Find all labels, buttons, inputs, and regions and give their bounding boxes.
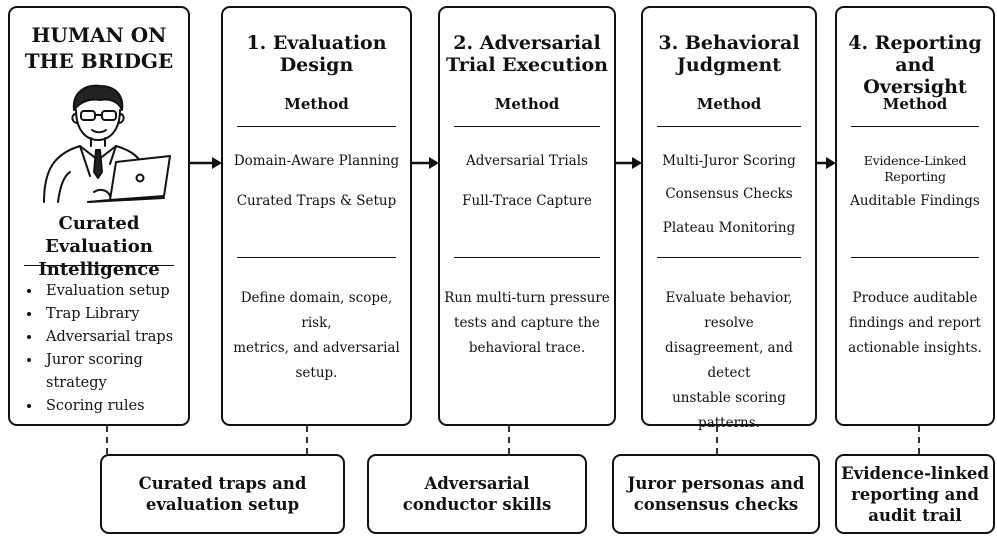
method-item: Full-Trace Capture xyxy=(462,193,592,209)
stage-1-evaluation-design: 1. Evaluation Design Method Domain-Aware… xyxy=(221,6,412,426)
stage-title: 3. Behavioral Judgment xyxy=(643,32,815,76)
subtitle-line2: Intelligence xyxy=(38,259,160,280)
desc-line: setup. xyxy=(295,365,338,381)
method-item: Adversarial Trials xyxy=(466,153,588,169)
bottom-box-line: Evidence-linked xyxy=(841,463,989,483)
bottom-box-line: reporting and xyxy=(851,484,979,504)
arrow-stage2-to-stage3 xyxy=(614,157,642,169)
method-item: Multi-Juror Scoring xyxy=(662,153,796,169)
method-label: Method xyxy=(882,95,948,113)
stage-4-reporting-and-oversight: 4. Reporting and Oversight Method Eviden… xyxy=(835,6,995,426)
bottom-box-evidence-linked-reporting: Evidence-linked reporting and audit trai… xyxy=(835,454,995,534)
stage-description: Run multi-turn pressure tests and captur… xyxy=(444,286,610,361)
arrow-stage1-to-stage2 xyxy=(410,157,439,169)
desc-line: unstable scoring patterns. xyxy=(672,390,786,431)
subtitle-line1: Curated Evaluation xyxy=(45,213,153,257)
bottom-box-line: evaluation setup xyxy=(145,495,300,514)
desc-line: actionable insights. xyxy=(848,340,982,356)
person-at-laptop-icon xyxy=(43,84,171,203)
human-title-line2: THE BRIDGE xyxy=(24,49,174,73)
method-divider xyxy=(454,126,600,127)
bullet-item: Adversarial traps xyxy=(42,326,188,349)
dashed-connector xyxy=(106,426,108,454)
bottom-box-line: Adversarial xyxy=(424,474,530,493)
method-item: Plateau Monitoring xyxy=(662,220,796,236)
human-panel-bullet-list: Evaluation setup Trap Library Adversaria… xyxy=(22,280,188,418)
stage-2-adversarial-trial-execution: 2. Adversarial Trial Execution Method Ad… xyxy=(438,6,616,426)
description-divider xyxy=(851,257,979,258)
method-label: Method xyxy=(284,95,349,113)
desc-line: disagreement, and detect xyxy=(665,340,793,381)
human-panel-divider xyxy=(24,265,174,266)
desc-line: findings and report xyxy=(849,315,981,331)
description-divider xyxy=(454,257,600,258)
desc-line: metrics, and adversarial xyxy=(233,340,400,356)
dashed-connector xyxy=(508,426,510,454)
human-title-line1: HUMAN ON xyxy=(31,23,167,47)
stage-title-line: Oversight xyxy=(863,76,967,98)
desc-line: Define domain, scope, risk, xyxy=(240,290,393,331)
desc-line: Produce auditable xyxy=(852,290,978,306)
method-item: Domain-Aware Planning xyxy=(233,153,400,169)
description-divider xyxy=(237,257,396,258)
stage-title-line: Judgment xyxy=(676,54,782,76)
method-divider xyxy=(657,126,801,127)
bottom-box-line: Curated traps and xyxy=(138,474,307,493)
stage-title-line: Trial Execution xyxy=(446,54,608,76)
stage-title: 1. Evaluation Design xyxy=(223,32,410,76)
method-item: Auditable Findings xyxy=(850,193,980,209)
bottom-box-curated-traps: Curated traps and evaluation setup xyxy=(100,454,345,534)
stage-3-behavioral-judgment: 3. Behavioral Judgment Method Multi-Juro… xyxy=(641,6,817,431)
stage-description: Produce auditable findings and report ac… xyxy=(839,286,991,361)
arrow-human-to-stage1 xyxy=(189,157,222,169)
stage-title-line: 4. Reporting and xyxy=(848,32,982,76)
bottom-box-line: consensus checks xyxy=(633,495,799,514)
bullet-item: Trap Library xyxy=(42,303,188,326)
dashed-connector xyxy=(716,426,718,454)
bullet-item: Scoring rules xyxy=(42,395,188,418)
method-item: Evidence-Linked Reporting xyxy=(863,153,967,184)
method-item: Curated Traps & Setup xyxy=(236,193,397,209)
bottom-box-juror-personas: Juror personas and consensus checks xyxy=(612,454,820,534)
method-item: Consensus Checks xyxy=(665,186,793,202)
arrow-stage3-to-stage4 xyxy=(815,157,836,169)
stage-title: 2. Adversarial Trial Execution xyxy=(440,32,614,76)
method-divider xyxy=(237,126,396,127)
human-panel-title: HUMAN ON THE BRIDGE xyxy=(10,22,188,74)
method-label: Method xyxy=(696,95,762,113)
desc-line: Evaluate behavior, resolve xyxy=(665,290,793,331)
stage-description: Define domain, scope, risk, metrics, and… xyxy=(227,286,406,386)
bullet-item: Evaluation setup xyxy=(42,280,188,303)
desc-line: tests and capture the xyxy=(454,315,600,331)
dashed-connector xyxy=(306,426,308,454)
method-divider xyxy=(851,126,979,127)
bottom-box-line: Juror personas and xyxy=(627,474,805,493)
human-panel-subtitle: Curated Evaluation Intelligence xyxy=(10,212,188,281)
bottom-box-conductor-skills: Adversarial conductor skills xyxy=(367,454,587,534)
method-label: Method xyxy=(494,95,560,113)
description-divider xyxy=(657,257,801,258)
stage-description: Evaluate behavior, resolve disagreement,… xyxy=(645,286,813,436)
human-on-the-bridge-panel: HUMAN ON THE BRIDGE xyxy=(8,6,190,426)
desc-line: behavioral trace. xyxy=(468,340,586,356)
stage-title: 4. Reporting and Oversight xyxy=(837,32,993,98)
bottom-box-line: conductor skills xyxy=(402,495,552,514)
bottom-box-line: audit trail xyxy=(868,505,962,525)
stage-title-line: 2. Adversarial xyxy=(453,32,601,54)
dashed-connector xyxy=(918,426,920,454)
stage-title-line: 1. Evaluation Design xyxy=(246,32,387,76)
bullet-item: Juror scoring strategy xyxy=(42,349,188,395)
desc-line: Run multi-turn pressure xyxy=(444,290,610,306)
stage-title-line: 3. Behavioral xyxy=(658,32,800,54)
